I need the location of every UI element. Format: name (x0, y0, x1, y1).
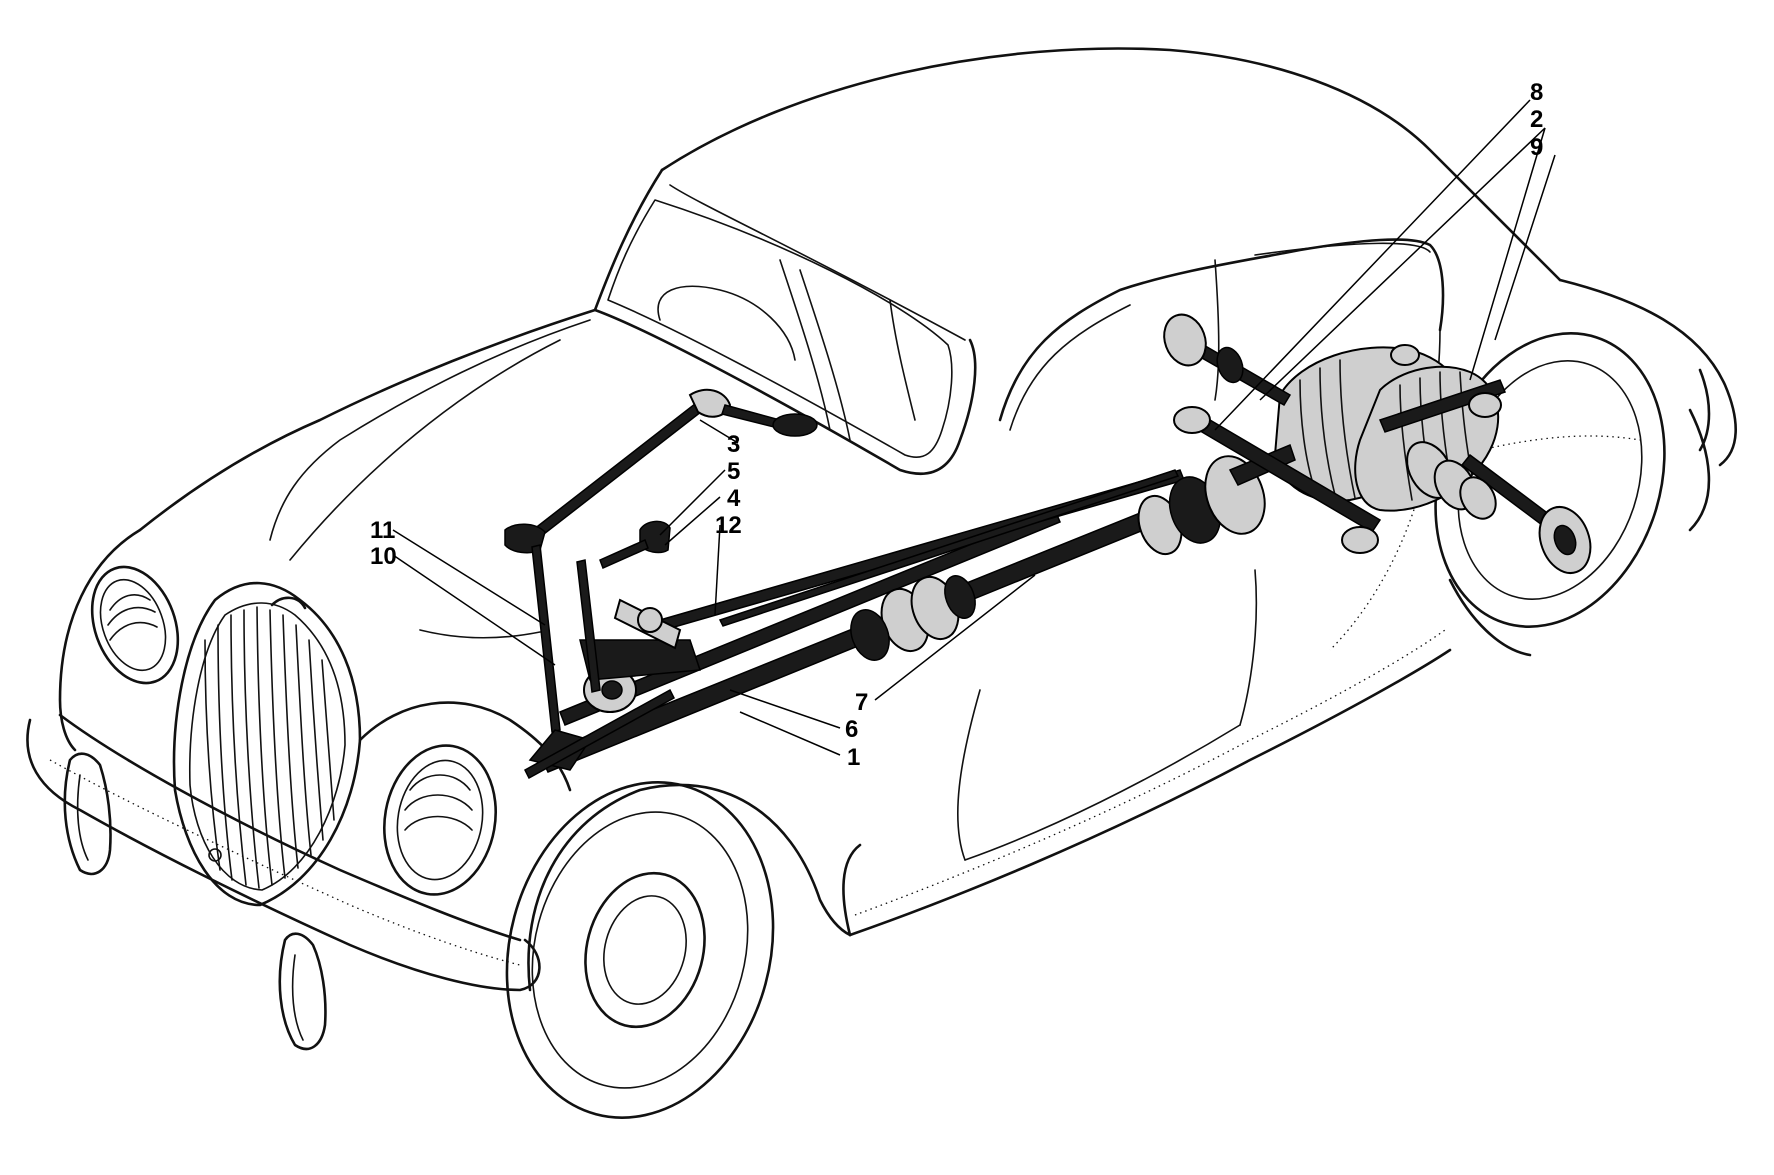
callout-5: 5 (727, 458, 740, 485)
car-body (26, 47, 1737, 1119)
callout-8: 8 (1530, 79, 1543, 106)
front-assembly (579, 598, 702, 713)
callout-1: 1 (847, 744, 860, 771)
callout-2: 2 (1530, 106, 1543, 133)
callout-labels: 8 2 9 3 5 4 12 11 10 7 6 1 (370, 79, 1543, 771)
callout-11: 11 (370, 517, 395, 544)
callout-12: 12 (715, 512, 742, 539)
callout-3: 3 (727, 431, 740, 458)
callout-10: 10 (370, 543, 397, 570)
leader-lines (392, 99, 1556, 756)
callout-9: 9 (1530, 134, 1543, 161)
callout-6: 6 (845, 716, 858, 743)
callout-4: 4 (727, 485, 741, 512)
callout-7: 7 (855, 689, 868, 716)
center-coupling (850, 575, 976, 661)
drivetrain (504, 313, 1592, 780)
